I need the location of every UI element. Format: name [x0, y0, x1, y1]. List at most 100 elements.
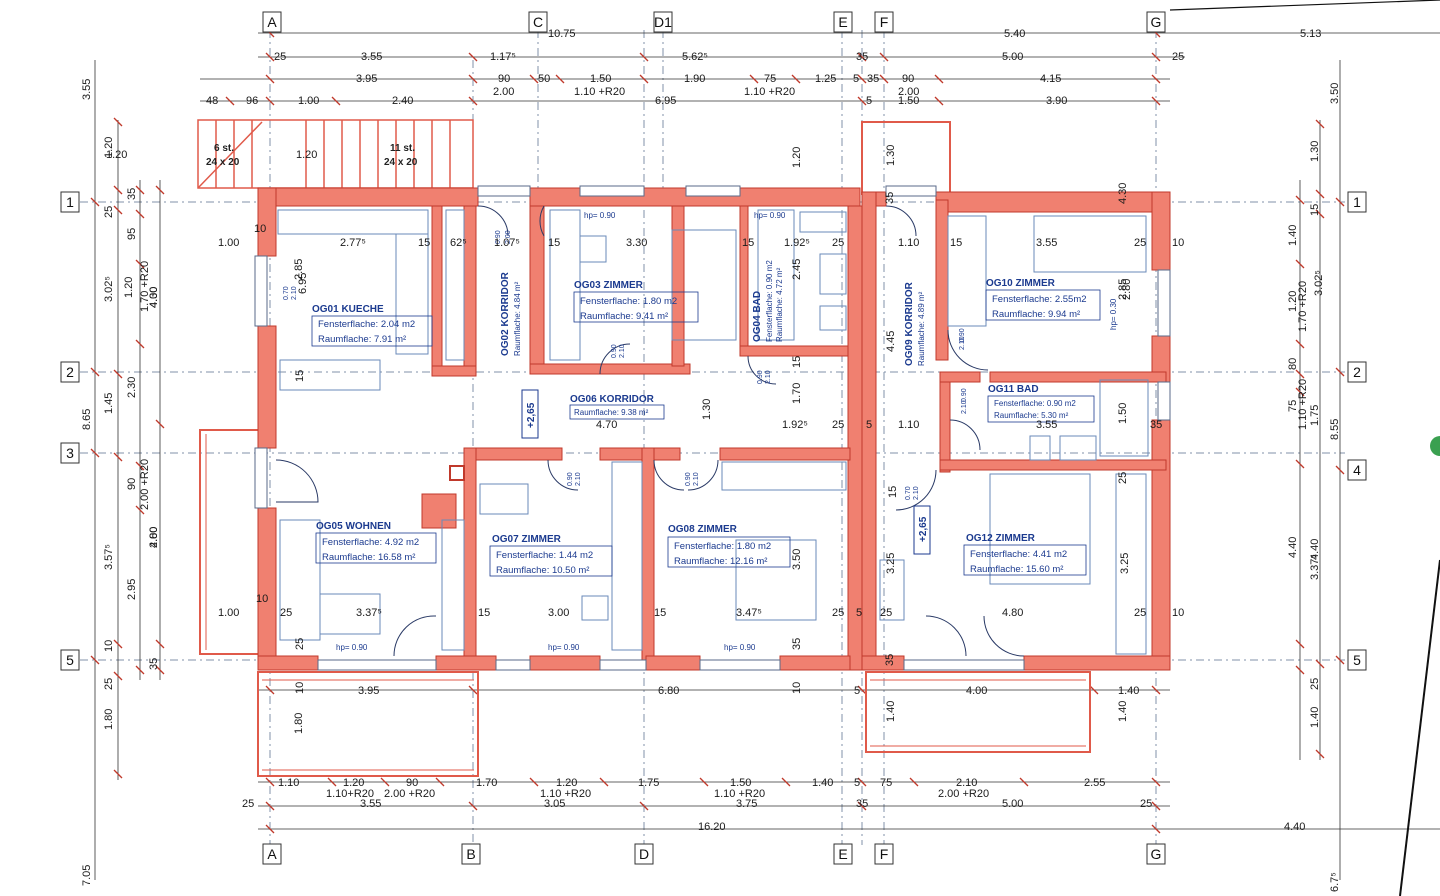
dimension-label: 8.55 [1329, 419, 1341, 440]
dimension-label: 2.55 [1084, 777, 1105, 789]
room-og09: OG09 KORRIDOR Raumflache: 4.89 m² [904, 281, 926, 366]
room-og07-fenster: Fensterflache: 1.44 m2 [496, 550, 593, 561]
dimension-label: 2.95 [126, 579, 138, 600]
room-og12-fenster: Fensterflache: 4.41 m2 [970, 549, 1067, 560]
room-og11-name: OG11 BAD [988, 384, 1039, 395]
dimension-label: 2.10 [956, 777, 977, 789]
dimension-label: 10 [1172, 607, 1184, 619]
dimension-label: 4.80 [1002, 607, 1023, 619]
dimension-label: 1.90 [684, 73, 705, 85]
axis-right-0: 1 [1353, 194, 1361, 210]
section-line [1169, 0, 1440, 11]
dimension-label: 2.00 [493, 86, 514, 98]
room-og10-name: OG10 ZIMMER [986, 278, 1056, 289]
room-og02-raum: Raumflache: 4.84 m² [513, 281, 522, 356]
axis-bottom-2: D [639, 846, 649, 862]
room-og06-raum: Raumflache: 9.38 m² [574, 408, 649, 417]
axis-right-1: 2 [1353, 364, 1361, 380]
room-og12-name: OG12 ZIMMER [966, 533, 1036, 544]
dimension-label: 90 [498, 73, 510, 85]
stair-labels: 6 st. 24 x 20 11 st. 24 x 20 [206, 143, 418, 168]
dimension-label: 1.80 [293, 713, 305, 734]
dimension-label: 3.95 [358, 685, 379, 697]
axis-top-4: F [880, 14, 889, 30]
axis-bottom-1-frame [461, 843, 481, 865]
dimension-label: 96 [246, 95, 258, 107]
dimension-label: 10 [294, 682, 306, 694]
door-dimension-label: 0.90 [611, 344, 618, 358]
dimension-label: 3.37⁵ [1309, 554, 1321, 580]
room-og05: OG05 WOHNEN Fensterflache: 4.92 m2 Raumf… [315, 521, 437, 564]
dimension-label: 2.85 [293, 259, 305, 280]
dimension-label: 25 [832, 237, 844, 249]
axis-top-2: D1 [654, 14, 672, 30]
room-og01-name: OG01 KUECHE [312, 304, 384, 315]
room-labels: OG01 KUECHE Fensterflache: 2.04 m2 Raumf… [311, 260, 1101, 577]
dimension-label: 1.10 [898, 419, 919, 431]
stair-2-count: 11 st. [390, 143, 415, 154]
axis-right-0-frame [1347, 191, 1367, 213]
dimension-label: 1.70 [791, 383, 803, 404]
dimension-label: 6.95 [297, 273, 309, 294]
dimension-label: 1.17⁵ [490, 51, 516, 63]
level-marker-2: +2,65 [918, 516, 929, 542]
room-og04-fenster: Fensterflache: 0.90 m2 [765, 260, 774, 342]
room-og02: OG02 KORRIDOR Raumflache: 4.84 m² [500, 271, 522, 356]
dimension-label: 25 [1134, 607, 1146, 619]
dimension-label: 50 [538, 73, 550, 85]
axis-top-5-frame [1146, 11, 1166, 33]
dimension-label: 5 [856, 607, 862, 619]
dimension-label: 1.10 [278, 777, 299, 789]
dimension-label: 95 [126, 228, 138, 240]
dimension-label: 1.30 [701, 399, 713, 420]
dimension-label: 6.95 [655, 95, 676, 107]
dimension-label: 62⁵ [450, 237, 467, 249]
chimney-flue [449, 465, 465, 481]
dimension-label: 35 [791, 638, 803, 650]
door-dimension-label: 2.10 [765, 370, 772, 384]
dimension-label: 3.57⁵ [103, 544, 115, 570]
dimension-label: 2.77⁵ [340, 237, 366, 249]
room-og05-raum: Raumflache: 16.58 m² [322, 552, 415, 563]
dimension-label: 1.00 [218, 237, 239, 249]
dimension-label: 15 [478, 607, 490, 619]
dimension-label: 5 [866, 95, 872, 107]
room-og06: OG06 KORRIDOR Raumflache: 9.38 m² [569, 394, 665, 420]
axis-bottom-2-frame [634, 843, 654, 865]
dimension-label: 4.30 [148, 287, 160, 308]
axis-bottom-3-frame [833, 843, 853, 865]
dimension-label: 25 [280, 607, 292, 619]
doors [275, 205, 1025, 657]
room-og03-raum: Raumflache: 9.41 m² [580, 311, 668, 322]
axis-top-1: C [533, 14, 543, 30]
dimension-label: 15 [1309, 204, 1321, 216]
door-dimension-label: 0.90 [685, 472, 692, 486]
dimension-label: 3.55 [1036, 237, 1057, 249]
dimension-label: 3.25 [885, 553, 897, 574]
dimension-label: 1.20 [123, 277, 135, 298]
dimension-label: 10 [256, 593, 268, 605]
room-og01: OG01 KUECHE Fensterflache: 2.04 m2 Raumf… [311, 304, 433, 347]
door-dimension-label: 0.90 [959, 328, 966, 342]
door-dimension-label: 0.70 [283, 286, 290, 300]
dimension-label: 4.40 [1284, 821, 1305, 833]
axis-left-1: 2 [66, 364, 74, 380]
dimension-label: 1.00 [298, 95, 319, 107]
axis-bottom-0: A [267, 846, 277, 862]
dimension-label: 4.00 [148, 527, 160, 548]
room-og09-name: OG09 KORRIDOR [904, 281, 915, 366]
dimension-label: 15 [742, 237, 754, 249]
room-og04-name: OG04 BAD [752, 291, 763, 342]
room-og10-fenster: Fensterflache: 2.55m2 [992, 294, 1087, 305]
room-og08-raum: Raumflache: 12.16 m² [674, 556, 767, 567]
dimension-label: 1.40 [1118, 685, 1139, 697]
dimension-label: 1.50 [1117, 403, 1129, 424]
dimension-label: 1.40 [1287, 225, 1299, 246]
dimension-label: 25 [274, 51, 286, 63]
dimension-label: 4.70 [596, 419, 617, 431]
dimension-label: 3.55 [81, 79, 93, 100]
room-og05-fenster: Fensterflache: 4.92 m2 [322, 537, 419, 548]
door-dimension-label: 2.10 [575, 472, 582, 486]
stair-1-count: 6 st. [214, 143, 234, 154]
